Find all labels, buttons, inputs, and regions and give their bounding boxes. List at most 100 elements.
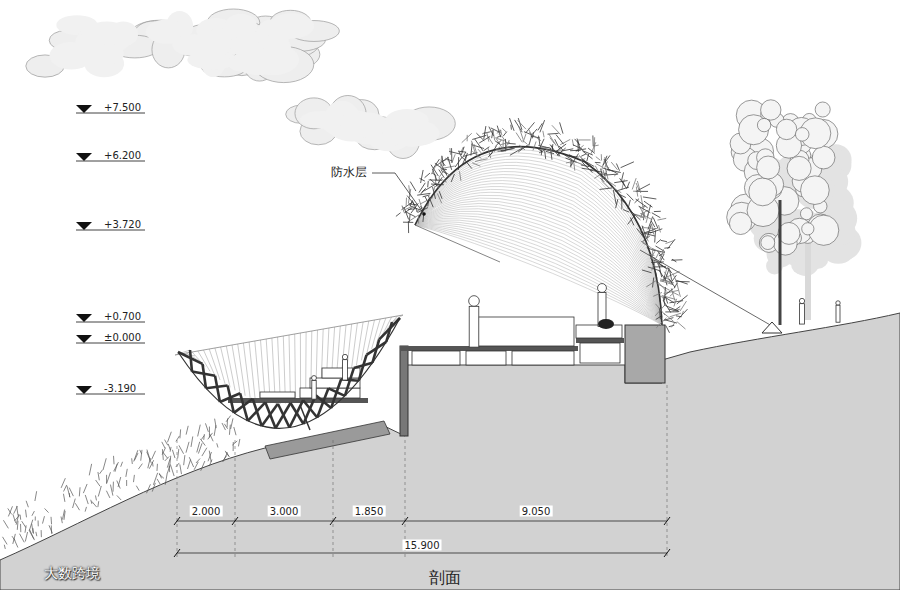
shrub — [98, 472, 99, 480]
dome-canopy — [664, 320, 677, 323]
shrub — [162, 449, 164, 460]
dome-canopy — [573, 161, 584, 165]
leader-line — [422, 212, 426, 216]
shrub — [22, 521, 26, 527]
shrub — [75, 503, 79, 510]
bowl-structure — [255, 341, 260, 401]
dome-canopy — [415, 165, 662, 325]
dome-canopy — [415, 214, 662, 325]
elevation-marker — [76, 314, 92, 322]
dome-canopy — [418, 215, 419, 224]
dome-canopy — [495, 141, 500, 144]
dome-canopy — [549, 134, 557, 146]
dome-canopy — [618, 194, 626, 198]
platform — [576, 338, 624, 343]
shrub — [35, 491, 37, 501]
dome-canopy — [529, 135, 532, 146]
shrub — [168, 444, 170, 450]
bowl-structure — [265, 421, 390, 459]
dome-canopy — [502, 128, 506, 132]
platform — [400, 317, 665, 436]
dome-canopy — [666, 325, 670, 332]
shrub — [149, 460, 153, 469]
callout-label: 防水层 — [331, 166, 367, 179]
dome-canopy — [648, 267, 660, 271]
dome-canopy — [677, 295, 688, 304]
dome-canopy — [419, 178, 424, 181]
dome-canopy — [622, 181, 625, 186]
dome-canopy — [656, 239, 661, 243]
dome-canopy — [578, 139, 590, 140]
shrub — [202, 448, 207, 456]
shrub — [165, 456, 169, 460]
elevation-marker — [76, 161, 145, 162]
ground — [0, 313, 900, 590]
shrub — [184, 455, 185, 465]
dome-canopy — [574, 161, 575, 171]
bowl-structure — [265, 402, 275, 428]
dome-canopy — [459, 171, 460, 180]
shrub — [43, 516, 45, 523]
shrub — [131, 458, 133, 464]
dome-canopy — [601, 169, 602, 174]
shrub — [180, 464, 182, 474]
dome-canopy — [656, 318, 666, 328]
dome-canopy — [674, 283, 677, 289]
shrub — [113, 456, 115, 464]
dome-canopy — [592, 135, 593, 146]
shrub — [79, 487, 81, 496]
shrub — [83, 484, 87, 493]
tree — [795, 128, 809, 142]
shrub — [170, 464, 174, 476]
shrub — [13, 534, 16, 544]
dome-canopy — [415, 198, 662, 325]
dome-canopy — [659, 294, 661, 302]
dimension-label: 2.000 — [190, 506, 223, 517]
dome-canopy — [434, 186, 435, 191]
dome-canopy — [533, 142, 536, 151]
dome-canopy — [532, 132, 534, 138]
dome-canopy — [407, 196, 415, 206]
platform — [412, 351, 460, 365]
dome-canopy — [524, 132, 532, 136]
dimension-line — [177, 440, 178, 557]
dome-canopy — [665, 240, 674, 243]
person-figure — [469, 296, 480, 307]
dome-canopy — [495, 140, 501, 146]
dome-canopy — [611, 162, 617, 170]
dome-canopy — [551, 148, 552, 159]
bowl-structure — [367, 342, 387, 355]
dome-canopy — [425, 183, 437, 190]
dome-canopy — [652, 224, 654, 234]
dome-canopy — [581, 154, 586, 156]
elevation-marker — [76, 343, 145, 344]
dome-canopy — [518, 144, 528, 151]
dome-canopy — [442, 156, 443, 166]
shrub — [238, 439, 239, 446]
dome-canopy — [665, 289, 673, 295]
dome-canopy — [673, 273, 678, 284]
dome-canopy — [671, 259, 682, 260]
dome-canopy — [425, 173, 430, 178]
dimension-line — [333, 440, 334, 557]
shrub — [118, 477, 121, 487]
dome-canopy — [475, 159, 488, 162]
dome-canopy — [415, 225, 662, 325]
shrub — [138, 464, 142, 469]
dome-canopy — [541, 150, 542, 155]
dome-canopy — [560, 122, 563, 133]
shrub — [61, 478, 65, 488]
dome-canopy — [652, 213, 661, 218]
dome-canopy — [669, 279, 675, 287]
dome-canopy — [581, 159, 594, 166]
bowl-structure — [260, 392, 295, 398]
person-figure — [836, 301, 840, 305]
dimension-line — [174, 385, 670, 557]
dome-canopy — [451, 148, 452, 163]
bowl-structure — [221, 347, 230, 387]
dome-canopy — [500, 142, 510, 145]
bowl-structure — [278, 404, 290, 428]
dimension-line — [177, 521, 667, 522]
dome-canopy — [458, 157, 459, 170]
shrub — [140, 450, 142, 454]
